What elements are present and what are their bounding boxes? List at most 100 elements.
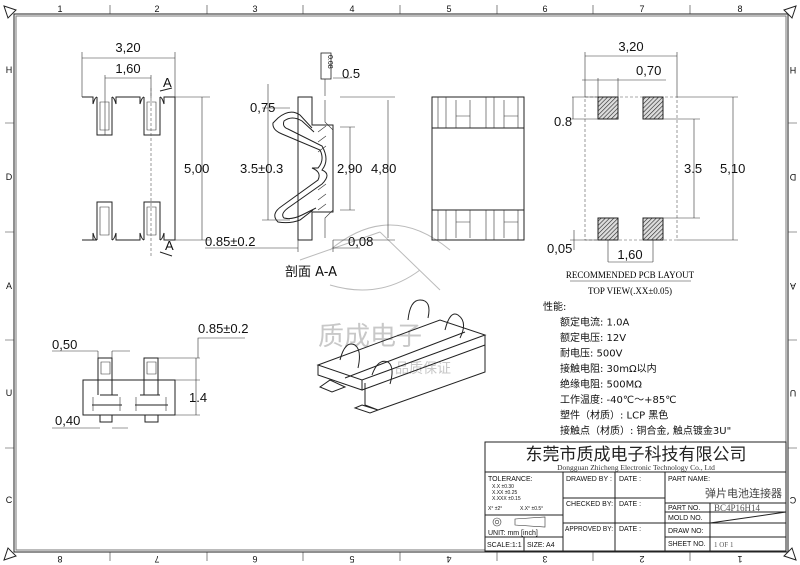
watermark: 质成电子 品质保证 [299,224,451,377]
dim-pitch: 1,60 [115,61,140,76]
date-label: DATE : [619,526,641,533]
section-view: 0.08 0.5 0,75 3.5±0.3 2,90 4,80 0.85±0.2… [205,52,396,280]
column-label: 5 [349,554,354,564]
spec-item: 额定电压: 12V [560,331,626,344]
sheet-no-label: SHEET NO. [668,541,706,548]
pad [597,217,619,241]
column-label: 6 [252,554,257,564]
column-label: 6 [542,4,547,14]
flatness-value: 0.08 [326,55,333,69]
specs-heading: 性能: [543,300,566,313]
column-label: 3 [252,4,257,14]
company-name-cn: 东莞市质成电子科技有限公司 [526,445,747,465]
section-mark: A [163,75,172,90]
column-label: 8 [737,4,742,14]
projection-symbol-icon [492,516,546,528]
date-label: DATE : [619,501,641,508]
section-mark: A [165,238,174,253]
side-view: 0,50 0.85±0.2 1.4 0,40 [52,321,249,429]
dim-tail-width: 0,40 [55,413,80,428]
column-label: 4 [349,4,354,14]
pcb-pitch: 1,60 [617,247,642,262]
company-name-en: Dongguan Zhicheng Electronic Technology … [557,463,715,472]
dim-height: 5,00 [184,161,209,176]
date-label: DATE : [619,476,641,483]
row-label: H [790,65,797,75]
drawed-by-label: DRAWED BY : [566,476,612,483]
isometric-view [316,299,487,414]
row-label: U [790,388,797,398]
unit-label: UNIT: mm [inch] [488,530,538,537]
spec-item: 接触电阻: 30mΩ以内 [560,362,657,375]
angle-tolerance: X° ±2° [488,506,502,512]
pcb-subtitle: TOP VIEW(.XX±0.05) [588,286,672,296]
spec-item: 接触点（材质）: 铜合金, 触点镀金3U" [560,424,731,437]
dim-contact-width: 0,50 [52,337,77,352]
scale-label: SCALE:1:1 [487,542,522,549]
sheet-no: 1 OF 1 [714,541,734,549]
spec-item: 工作温度: -40℃～+85℃ [560,393,676,406]
dim-inner: 2,90 [337,161,362,176]
column-label: 5 [446,4,451,14]
row-label: U [6,388,13,398]
row-label: A [6,281,12,291]
front-view [431,96,525,241]
dim-width: 3,20 [115,40,140,55]
column-label: 7 [154,554,159,564]
column-label: 8 [57,554,62,564]
dim-overall: 4,80 [371,161,396,176]
spec-item: 耐电压: 500V [560,347,623,360]
dim-contact-height: 0.85±0.2 [198,321,249,336]
spec-item: 额定电流: 1.0A [560,316,629,329]
column-label: 2 [154,4,159,14]
pcb-total: 5,10 [720,161,745,176]
pcb-pad-height: 0.8 [554,114,572,129]
pcb-width: 3,20 [618,39,643,54]
pcb-layout: 3,20 0,70 0.8 3.5 5,10 0,05 1,60 RECOMME… [547,39,745,296]
top-view: 3,20 1,60 5,00 A A [81,40,210,258]
part-name-label: PART NAME: [668,476,710,483]
size-label: SIZE: A4 [527,542,555,549]
pad [642,96,664,120]
dim-offset: 0,75 [250,100,275,115]
draw-no-label: DRAW NO: [668,528,704,535]
dim-spring: 3.5±0.3 [240,161,283,176]
part-no-label: PART NO. [668,505,700,512]
row-label: A [790,281,796,291]
sheet-frame: 1 2 3 4 5 6 7 8 8 7 6 5 4 3 2 1 H D A U … [3,4,797,564]
title-block: 东莞市质成电子科技有限公司 Dongguan Zhicheng Electron… [484,441,787,552]
dim-gap: 0,08 [348,234,373,249]
column-label: 1 [737,554,742,564]
column-label: 7 [639,4,644,14]
row-label: H [6,65,13,75]
specs: 性能: 额定电流: 1.0A 额定电压: 12V 耐电压: 500V 接触电阻:… [543,300,731,437]
svg-text:质成电子: 质成电子 [318,322,422,352]
part-name: 弹片电池连接器 [705,486,782,500]
tolerance-row: X.XX ±0.25 [492,490,517,496]
pcb-offset: 0,05 [547,241,572,256]
pcb-title: RECOMMENDED PCB LAYOUT [566,270,695,280]
tolerance-row: X.X ±0.30 [492,484,514,490]
dim-protrusion: 0.85±0.2 [205,234,256,249]
row-label: D [789,172,796,182]
pad [642,217,664,241]
angle-tolerance: X.X° ±0.5° [520,506,543,512]
row-label: C [6,495,13,505]
mold-no-label: MOLD NO. [668,515,703,522]
checked-by-label: CHECKED BY: [566,501,613,508]
row-label: D [6,172,13,182]
column-label: 1 [57,4,62,14]
pcb-pad-gap: 3.5 [684,161,702,176]
spec-item: 塑件（材质）: LCP 黑色 [560,409,668,422]
column-label: 4 [446,554,451,564]
column-label: 2 [639,554,644,564]
approved-by-label: APPROVED BY: [565,526,613,533]
pcb-pad-width: 0,70 [636,63,661,78]
column-label: 3 [542,554,547,564]
part-no: BC4P16H14 [714,503,761,513]
pad [597,96,619,120]
dim-thickness: 0.5 [342,66,360,81]
tolerance-label: TOLERANCE: [488,476,533,483]
dim-body-height: 1.4 [189,390,207,405]
